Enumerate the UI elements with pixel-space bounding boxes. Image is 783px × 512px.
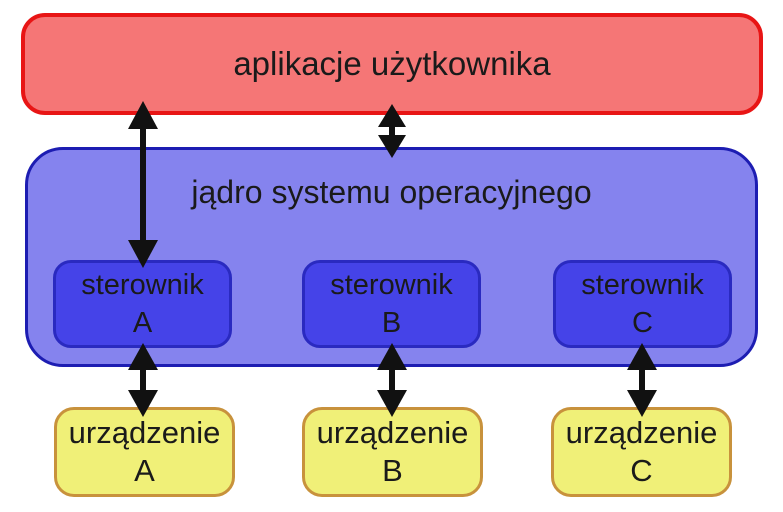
driver-a-label-line1: sterownik [81, 269, 204, 301]
driver-b-box: sterownik B [302, 260, 481, 348]
device-c-label-line1: urządzenie [565, 415, 718, 450]
driver-a-label-line2: A [132, 307, 153, 339]
device-b-label-line2: B [382, 453, 403, 488]
driver-b-label-line1: sterownik [330, 269, 453, 301]
device-b-box: urządzenie B [302, 407, 483, 497]
device-c-box: urządzenie C [551, 407, 732, 497]
driver-b-label-line2: B [381, 307, 402, 339]
device-c-label-line2: C [630, 453, 653, 488]
kernel-label: jądro systemu operacyjnego [191, 174, 592, 210]
device-a-box: urządzenie A [54, 407, 235, 497]
driver-c-label-line1: sterownik [581, 269, 704, 301]
driver-c-box: sterownik C [553, 260, 732, 348]
device-b-label-line1: urządzenie [316, 415, 469, 450]
device-a-label-line2: A [134, 453, 155, 488]
driver-a-box: sterownik A [53, 260, 232, 348]
user-applications-box: aplikacje użytkownika [21, 13, 763, 115]
driver-c-label-line2: C [632, 307, 653, 339]
user-applications-label: aplikacje użytkownika [233, 45, 551, 82]
device-a-label-line1: urządzenie [68, 415, 221, 450]
